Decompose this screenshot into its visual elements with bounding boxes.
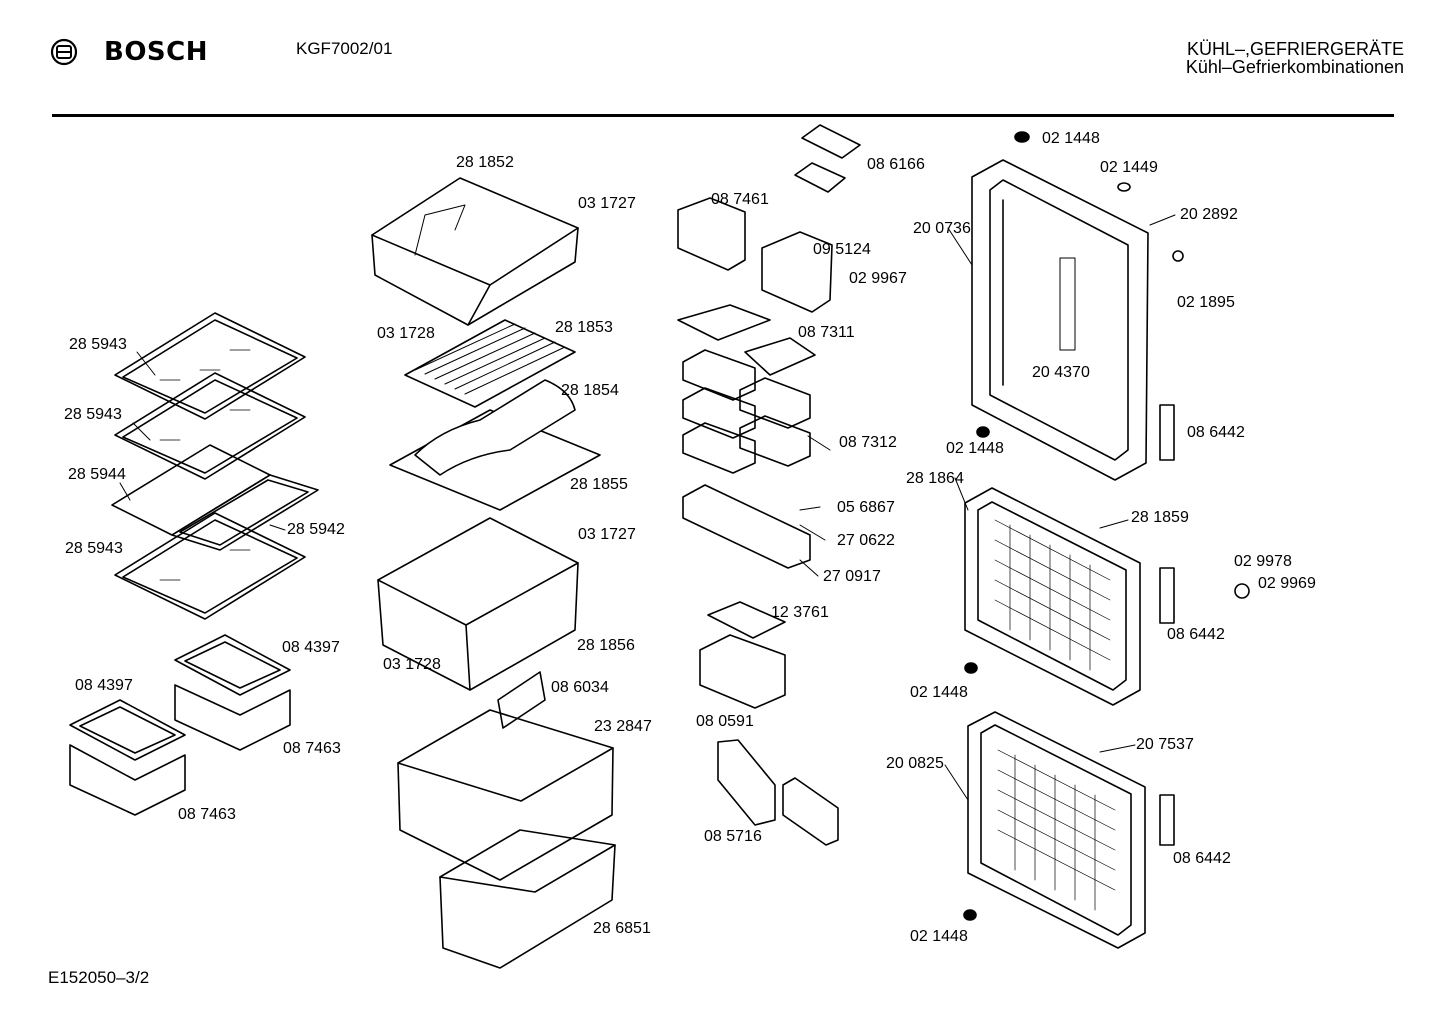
part-label: 28 5943 [65,540,123,557]
part-label: 02 9978 [1234,553,1292,570]
part-label: 08 5716 [704,828,762,845]
ice-tray-and-box [699,601,786,709]
part-label: 28 1855 [570,476,628,493]
egg-tray [677,304,816,376]
part-label: 08 0591 [696,713,754,730]
part-label: 08 6442 [1187,424,1245,441]
part-label: 03 1727 [578,195,636,212]
part-label: 28 5943 [69,336,127,353]
part-label: 08 4397 [75,677,133,694]
cold-packs [717,739,839,846]
part-label: 28 1852 [456,154,514,171]
glass-shelf [114,512,306,620]
drawing-id: E152050–3/2 [48,968,150,987]
door-handles [1159,404,1175,846]
part-label: 27 0917 [823,568,881,585]
part-label: 08 7463 [283,740,341,757]
header-rule [52,114,1394,117]
bosch-armature-icon [50,38,78,66]
part-label: 20 0736 [913,220,971,237]
part-label: 20 4370 [1032,364,1090,381]
leader-lines [119,351,286,531]
model-number: KGF7002/01 [296,39,393,58]
part-label: 05 6867 [837,499,895,516]
part-label: 28 1864 [906,470,964,487]
part-label: 12 3761 [771,604,829,621]
part-label: 08 7312 [839,434,897,451]
small-box [794,124,861,193]
part-label: 02 9969 [1258,575,1316,592]
part-label: 02 1448 [1042,130,1100,147]
part-label: 02 9967 [849,270,907,287]
part-label: 27 0622 [837,532,895,549]
glass-shelf [114,372,306,480]
glass-shelf-split [111,444,319,551]
category-title: KÜHL–,GEFRIERGERÄTE [1186,39,1404,59]
part-label: 08 7461 [711,191,769,208]
part-label: 03 1728 [383,656,441,673]
lower-bin [377,517,579,691]
part-label: 20 0825 [886,755,944,772]
part-label: 28 6851 [593,920,651,937]
part-label: 02 1448 [910,684,968,701]
part-label: 28 1859 [1131,509,1189,526]
part-label: 23 2847 [594,718,652,735]
part-label: 03 1728 [377,325,435,342]
part-label: 28 5942 [287,521,345,538]
butter-tray [69,699,186,816]
leader-lines [799,214,1176,801]
part-label: 20 2892 [1180,206,1238,223]
wire-grate [404,319,576,408]
part-label: 28 5943 [64,406,122,423]
part-label: 08 6034 [551,679,609,696]
part-label: 03 1727 [578,526,636,543]
upper-drawer [371,177,579,326]
part-label: 08 6442 [1173,850,1231,867]
part-label: 02 1449 [1100,159,1158,176]
part-label: 08 6166 [867,156,925,173]
part-label: 20 7537 [1136,736,1194,753]
part-label: 28 1853 [555,319,613,336]
crisper-drawer [397,671,614,881]
part-label: 08 7311 [798,324,855,341]
part-label: 08 7463 [178,806,236,823]
fridge-door [971,159,1149,481]
part-label: 08 6442 [1167,626,1225,643]
freezer-door-lower [967,711,1146,949]
part-label: 28 1854 [561,382,619,399]
part-label: 02 1448 [946,440,1004,457]
part-label: 09 5124 [813,241,871,258]
part-label: 02 1895 [1177,294,1235,311]
freezer-door-upper [964,487,1141,706]
part-label: 02 1448 [910,928,968,945]
part-label: 08 4397 [282,639,340,656]
lower-crisper-drawer [439,829,616,969]
hinge-parts [963,131,1250,921]
part-label: 28 5944 [68,466,126,483]
part-label: 28 1856 [577,637,635,654]
brand-name: BOSCH [104,37,208,67]
door-bin-small [677,197,833,313]
butter-tray [174,634,291,751]
wire-grate-with-cover [389,379,601,511]
door-shelves [682,349,811,569]
category-subtitle: Kühl–Gefrierkombinationen [1185,57,1404,77]
